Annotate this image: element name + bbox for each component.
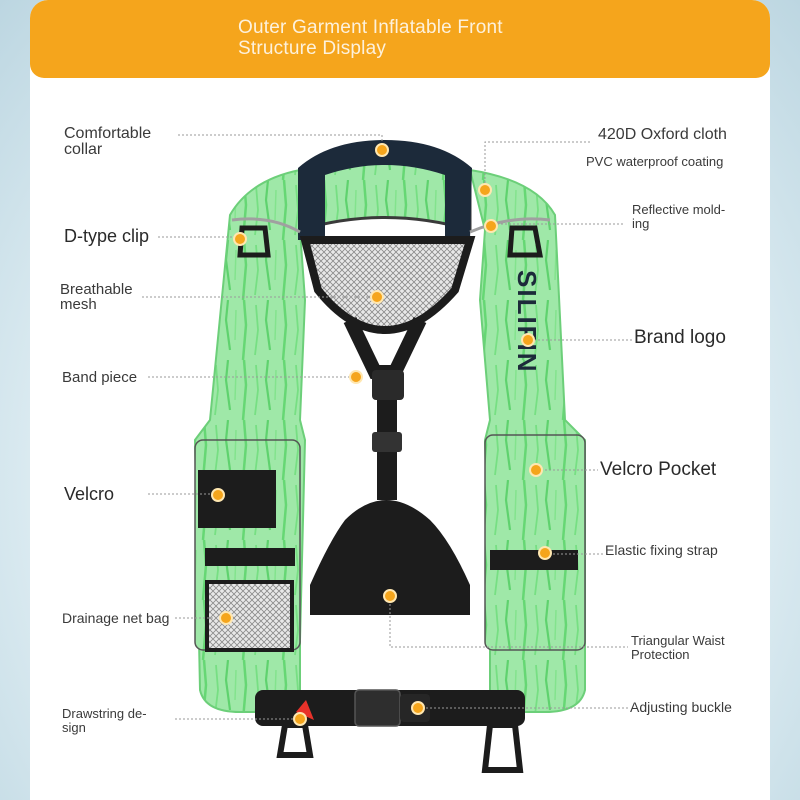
label-comfortable-collar: Comfortable collar <box>64 125 152 158</box>
right-pocket <box>484 434 586 651</box>
feature-markers <box>211 143 552 726</box>
label-d-type-clip: D-type clip <box>64 226 150 246</box>
label-pvc-coating: PVC waterproof coating <box>586 154 724 169</box>
page-title: Outer Garment Inflatable Front Structure… <box>238 17 503 59</box>
label-velcro: Velcro <box>64 484 115 504</box>
label-triangular-waist: Triangular Waist Protection <box>631 633 725 662</box>
label-brand-logo: Brand logo <box>634 327 726 348</box>
title-banner: Outer Garment Inflatable Front Structure… <box>30 0 770 78</box>
mesh-panel <box>299 236 476 335</box>
label-drainage-net-bag: Drainage net bag <box>62 610 170 626</box>
label-velcro-pocket: Velcro Pocket <box>600 459 717 480</box>
brand-logo-mark: SILIFIN <box>512 270 542 374</box>
label-reflective-molding: Reflective mold- ing <box>632 202 726 231</box>
triangular-waist-protection <box>310 500 470 615</box>
label-elastic-strap: Elastic fixing strap <box>605 542 718 558</box>
label-breathable-mesh: Breathable mesh <box>60 281 133 313</box>
label-adjusting-buckle: Adjusting buckle <box>630 699 732 715</box>
label-band-piece: Band piece <box>62 369 138 386</box>
label-drawstring-design: Drawstring de- sign <box>62 706 147 735</box>
label-oxford-cloth: 420D Oxford cloth <box>598 126 727 143</box>
